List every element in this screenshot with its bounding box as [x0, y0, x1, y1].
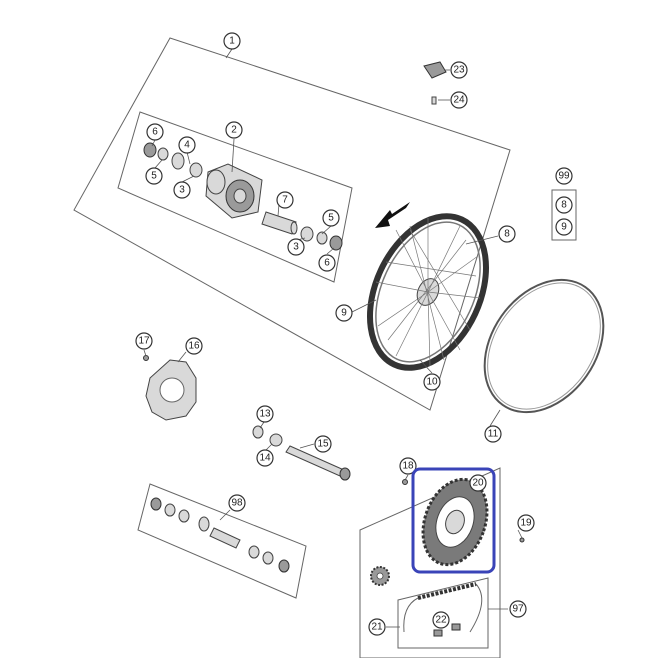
callout-19-label: 19 — [520, 518, 532, 529]
callout-6-right[interactable]: 6 — [318, 254, 336, 272]
callout-5-left[interactable]: 5 — [145, 167, 163, 185]
brake-disc — [145, 359, 197, 421]
callout-10-label: 10 — [426, 377, 438, 388]
callout-5-right-label: 5 — [328, 213, 334, 224]
callout-23[interactable]: 23 — [450, 61, 468, 79]
callout-6-left[interactable]: 6 — [146, 123, 164, 141]
callout-16-label: 16 — [188, 341, 200, 352]
wheel-assembly-frame — [73, 37, 511, 411]
callout-24-label: 24 — [453, 95, 465, 106]
callout-98[interactable]: 98 — [228, 494, 246, 512]
valve-cap — [423, 61, 447, 79]
callout-9-label: 9 — [341, 308, 347, 319]
callout-20-label: 20 — [472, 478, 484, 489]
callout-99-label: 99 — [558, 171, 570, 182]
callout-3-right-label: 3 — [293, 242, 299, 253]
callout-7-label: 7 — [282, 195, 288, 206]
chain-joint — [433, 623, 461, 637]
sprocket-screw — [402, 479, 408, 485]
callout-17-label: 17 — [138, 336, 150, 347]
leader-lines — [143, 48, 523, 628]
callout-23-label: 23 — [453, 65, 465, 76]
disc-screw — [143, 355, 149, 361]
callout-21[interactable]: 21 — [368, 618, 386, 636]
hub-left-parts — [143, 142, 203, 178]
spacer-sleeve — [261, 211, 298, 235]
hub-right-parts — [300, 226, 343, 251]
callout-8[interactable]: 8 — [498, 225, 516, 243]
callout-5-left-label: 5 — [151, 171, 157, 182]
hub-assembly-frame — [117, 111, 353, 283]
callout-15-label: 15 — [317, 439, 329, 450]
callout-22-label: 22 — [435, 615, 447, 626]
callout-99-9[interactable]: 9 — [555, 218, 573, 236]
axle-kit-parts — [150, 497, 290, 573]
callout-1-label: 1 — [229, 36, 235, 47]
rotation-arrow-icon — [375, 202, 410, 228]
callout-99-8-label: 8 — [561, 200, 567, 211]
callout-6-right-label: 6 — [324, 258, 330, 269]
callout-14-label: 14 — [259, 453, 271, 464]
callout-19[interactable]: 19 — [517, 514, 535, 532]
callout-15[interactable]: 15 — [314, 435, 332, 453]
callout-4[interactable]: 4 — [178, 136, 196, 154]
callout-8-label: 8 — [504, 229, 510, 240]
callout-99-9-label: 9 — [561, 222, 567, 233]
wheel-hub — [205, 163, 263, 219]
drive-chain — [403, 582, 483, 633]
callout-18-label: 18 — [402, 461, 414, 472]
callout-3-left-label: 3 — [179, 185, 185, 196]
sprocket-highlight-box — [411, 467, 496, 574]
callout-7[interactable]: 7 — [276, 191, 294, 209]
wheel-axle — [285, 445, 351, 481]
callout-18[interactable]: 18 — [399, 457, 417, 475]
callout-98-label: 98 — [231, 498, 243, 509]
callout-99[interactable]: 99 — [555, 167, 573, 185]
axle-nut-parts — [252, 425, 283, 447]
axle-kit-frame — [137, 483, 307, 599]
callout-3-right[interactable]: 3 — [287, 238, 305, 256]
callout-5-right[interactable]: 5 — [322, 209, 340, 227]
callout-11-label: 11 — [488, 429, 499, 440]
callout-99-8[interactable]: 8 — [555, 196, 573, 214]
callout-97-label: 97 — [512, 604, 524, 615]
callout-3-left[interactable]: 3 — [173, 181, 191, 199]
callout-21-label: 21 — [371, 622, 383, 633]
callout-11[interactable]: 11 — [484, 425, 502, 443]
callout-4-label: 4 — [184, 140, 190, 151]
callout-9[interactable]: 9 — [335, 304, 353, 322]
callout-17[interactable]: 17 — [135, 332, 153, 350]
callout-14[interactable]: 14 — [256, 449, 274, 467]
callout-13[interactable]: 13 — [256, 405, 274, 423]
callout-20[interactable]: 20 — [469, 474, 487, 492]
rim-band — [483, 278, 605, 414]
callout-97[interactable]: 97 — [509, 600, 527, 618]
spoked-wheel — [366, 213, 490, 371]
callout-22[interactable]: 22 — [432, 611, 450, 629]
callout-1[interactable]: 1 — [223, 32, 241, 50]
front-sprocket — [370, 566, 390, 586]
callout-2[interactable]: 2 — [225, 121, 243, 139]
callout-10[interactable]: 10 — [423, 373, 441, 391]
callout-13-label: 13 — [259, 409, 271, 420]
valve-nut — [431, 96, 437, 105]
rear-sprocket — [421, 477, 489, 567]
callout-24[interactable]: 24 — [450, 91, 468, 109]
callout-16[interactable]: 16 — [185, 337, 203, 355]
kit-99-box — [551, 189, 577, 241]
callout-2-label: 2 — [231, 125, 237, 136]
chain-frame — [397, 577, 489, 649]
sprocket-bolt — [519, 537, 525, 543]
callout-6-left-label: 6 — [152, 127, 158, 138]
